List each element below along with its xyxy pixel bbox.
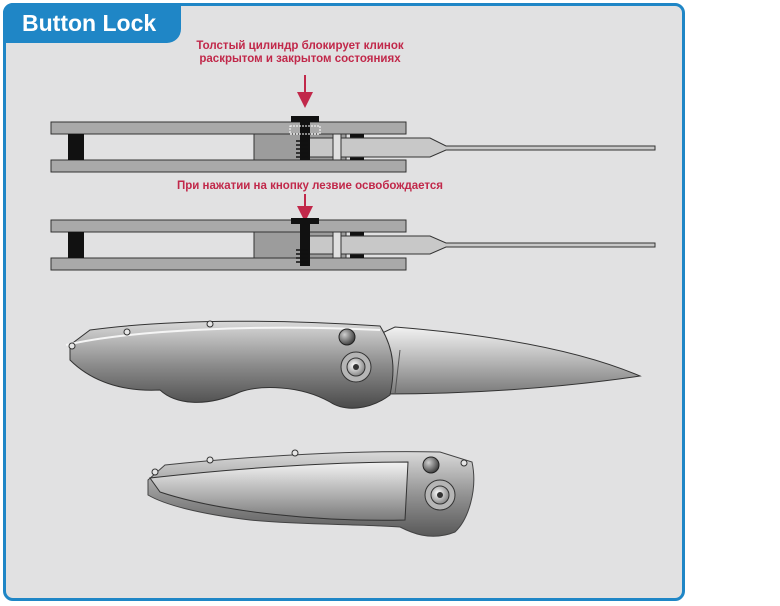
title-text: Button Lock: [22, 10, 157, 36]
cross-section-locked: [50, 116, 656, 173]
knife-open: [65, 320, 642, 409]
annotation-locked-line2: раскрытом и закрытом состояниях: [199, 53, 401, 65]
knife-closed: [147, 449, 475, 537]
annotation-released: При нажатии на кнопку лезвие освобождает…: [150, 180, 470, 193]
annotation-locked: Толстый цилиндр блокирует клинок раскрыт…: [180, 40, 420, 66]
cross-section-released: [50, 218, 656, 271]
annotation-released-text: При нажатии на кнопку лезвие освобождает…: [177, 180, 443, 192]
annotation-locked-line1: Толстый цилиндр блокирует клинок: [196, 40, 404, 52]
title-badge: Button Lock: [3, 3, 181, 43]
